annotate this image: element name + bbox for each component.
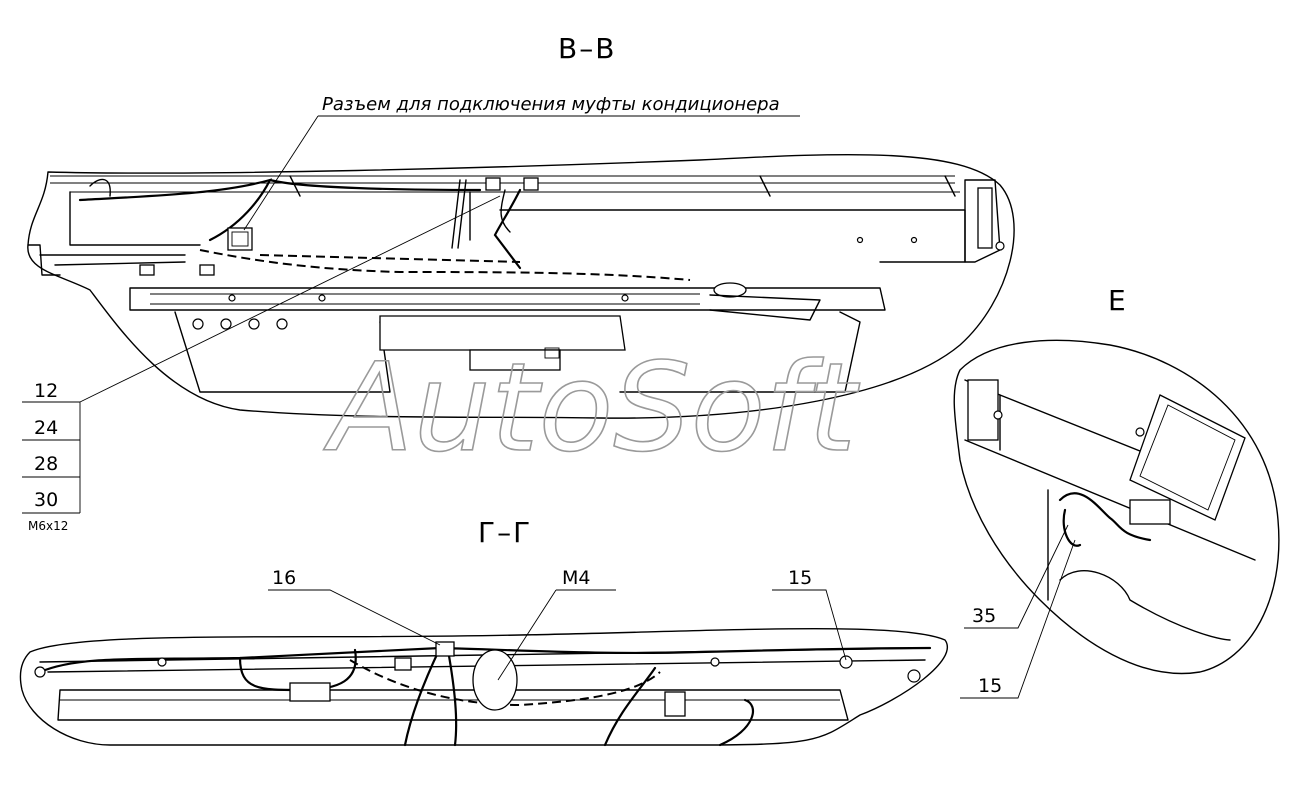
bb-harness-dashed	[199, 249, 691, 281]
bb-motor-tab	[544, 347, 560, 359]
view-gg-title: Г–Г	[478, 516, 532, 549]
bb-clip-block	[523, 177, 539, 191]
position-stack: 12 24 28 30 M6x12	[22, 380, 81, 533]
bb-motor-lower	[469, 349, 561, 371]
bb-bracket-hole	[220, 318, 232, 330]
view-bb-title: В–В	[558, 32, 616, 65]
bb-right-block	[977, 187, 993, 249]
bb-top-rail	[50, 175, 955, 184]
stack-item: 24	[34, 417, 58, 439]
gg-bolt	[157, 657, 167, 667]
bb-long-rail	[129, 287, 886, 311]
bb-harness-drop	[451, 179, 467, 249]
gg-relay	[289, 682, 331, 702]
bb-callout-leader	[243, 115, 319, 231]
stack-lines	[22, 401, 81, 514]
view-gg: Г–Г 16 M4 15	[19, 516, 948, 747]
gg-leader-16	[268, 589, 441, 646]
gg-connector-16	[435, 641, 455, 657]
e-lower-panel	[1047, 489, 1231, 641]
bb-clip	[89, 175, 956, 197]
gg-bolt	[907, 669, 921, 683]
gg-label-m4: M4	[562, 567, 590, 589]
bb-lower-bracket	[174, 311, 861, 393]
bb-pad	[199, 264, 215, 276]
bb-rail-hole	[228, 294, 236, 302]
bb-rail-boss	[713, 282, 747, 298]
view-bb: В–В	[27, 32, 1015, 419]
view-bb-outline	[27, 153, 1015, 419]
stack-item: 28	[34, 453, 58, 475]
view-e-outline	[953, 339, 1280, 675]
bb-long-rail-inner	[150, 293, 700, 305]
e-leader-15	[960, 539, 1076, 699]
bb-motor-body	[379, 315, 626, 351]
gg-label-16: 16	[272, 567, 296, 589]
gg-bolt	[710, 657, 720, 667]
gg-label-15: 15	[788, 567, 812, 589]
view-e-title: Е	[1108, 284, 1128, 317]
e-connector	[1129, 499, 1171, 525]
bb-harness-drop-2	[500, 189, 511, 233]
bb-pad	[139, 264, 155, 276]
bb-rail-step	[709, 294, 821, 321]
bb-rail-hole	[318, 294, 326, 302]
gg-clip-block	[664, 691, 686, 717]
e-bolt	[993, 410, 1003, 420]
gg-connector	[394, 657, 412, 671]
gg-leader-m4	[497, 589, 616, 681]
e-rail-end	[967, 379, 999, 441]
bb-harness-main	[78, 178, 522, 270]
bb-ac-connector	[227, 227, 253, 251]
e-label-15: 15	[978, 675, 1002, 697]
bb-harness-dashed-2	[259, 254, 521, 263]
bb-bracket-hole	[192, 318, 204, 330]
e-bolt	[1135, 427, 1145, 437]
bb-ac-connector-inner	[231, 231, 249, 247]
view-e: Е 35 15	[953, 284, 1280, 699]
bb-hole	[910, 236, 918, 244]
stack-item: 30	[34, 489, 58, 511]
bb-hole	[856, 236, 864, 244]
e-label-35: 35	[972, 605, 996, 627]
watermark: AutoSoft	[323, 337, 860, 479]
bb-bracket-hole	[276, 318, 288, 330]
e-wire	[1058, 492, 1152, 547]
bb-right-bracket	[964, 179, 1001, 263]
bb-left-end	[27, 244, 186, 276]
bb-clip-block	[485, 177, 501, 191]
stack-note: M6x12	[28, 519, 68, 533]
gg-clip-15	[839, 655, 853, 669]
gg-harness-branch-right	[603, 666, 755, 747]
gg-end-bolt	[34, 666, 46, 678]
bb-bracket-hole	[248, 318, 260, 330]
gg-harness-branch	[403, 646, 458, 747]
stack-item: 12	[34, 380, 58, 402]
view-gg-outline	[19, 627, 948, 746]
bb-rail-hole	[621, 294, 629, 302]
gg-motor-m4	[472, 649, 518, 711]
gg-leader-15	[772, 589, 847, 661]
bb-callout-text: Разъем для подключения муфты кондиционер…	[322, 94, 780, 115]
bb-right-bolt	[995, 241, 1005, 251]
e-control-box-inner	[1139, 404, 1236, 511]
e-leader-35	[964, 524, 1069, 629]
bb-stack-leader	[79, 195, 501, 403]
gg-mid-rail	[57, 689, 849, 721]
